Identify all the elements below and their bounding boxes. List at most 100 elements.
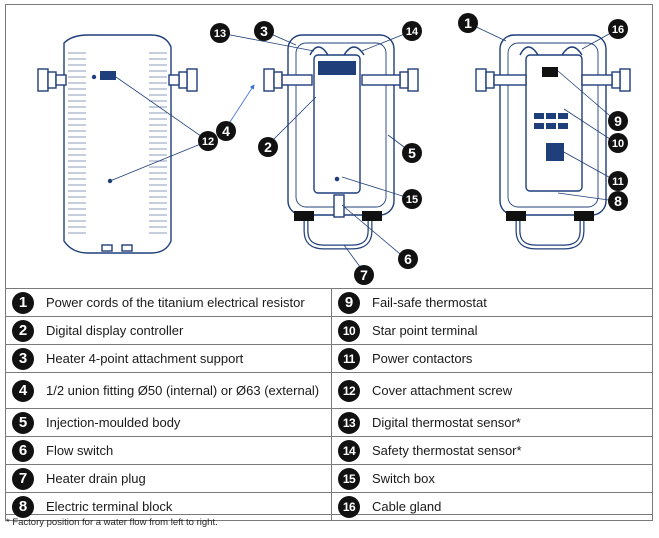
- callouts: 1 2 3 4 5 6 7 8 9 10 11 12 13 14 15 16: [198, 13, 628, 285]
- legend-text: Flow switch: [46, 442, 114, 458]
- legend-table: 1 Power cords of the titanium electrical …: [5, 288, 653, 521]
- legend-cell: 9 Fail-safe thermostat: [331, 288, 653, 317]
- legend-cell: 13 Digital thermostat sensor*: [331, 408, 653, 437]
- legend-number: 1: [12, 291, 34, 314]
- legend-cell: 15 Switch box: [331, 464, 653, 493]
- legend-number: 11: [338, 347, 360, 370]
- legend-number: 4: [12, 379, 34, 402]
- legend-text: Heater 4-point attachment support: [46, 350, 244, 366]
- legend-text: Star point terminal: [372, 322, 478, 338]
- callout-label: 9: [614, 113, 622, 129]
- callout-label: 4: [222, 123, 230, 139]
- legend-cell: 1 Power cords of the titanium electrical …: [5, 288, 332, 317]
- legend-cell: 14 Safety thermostat sensor*: [331, 436, 653, 465]
- legend-text: Switch box: [372, 470, 435, 486]
- logo-plate: [100, 71, 116, 80]
- legend-number: 14: [338, 439, 360, 462]
- legend-number: 9: [338, 291, 360, 314]
- callout-2: 2: [258, 137, 278, 157]
- legend-number: 15: [338, 467, 360, 490]
- callout-label: 3: [260, 23, 268, 39]
- switch-box: [313, 54, 361, 194]
- legend-text: 1/2 union fitting Ø50 (internal) or Ø63 …: [46, 382, 320, 398]
- footnote: * Factory position for a water flow from…: [6, 517, 218, 528]
- cover-screw: [91, 74, 97, 80]
- legend-cell: 8 Electric terminal block: [5, 492, 332, 521]
- legend-cell: 16 Cable gland: [331, 492, 653, 521]
- heater-front-view: [37, 34, 198, 254]
- legend-cell: 4 1/2 union fitting Ø50 (internal) or Ø63…: [5, 372, 332, 409]
- callout-14: 14: [402, 21, 422, 41]
- legend-text: Cable gland: [372, 498, 442, 514]
- legend-text: Safety thermostat sensor*: [372, 442, 522, 458]
- flow-switch: [333, 194, 345, 218]
- legend-text: Power cords of the titanium electrical r…: [46, 294, 305, 310]
- legend-number: 16: [338, 495, 360, 518]
- callout-label: 12: [202, 136, 214, 148]
- callout-1: 1: [458, 13, 478, 33]
- callout-label: 14: [406, 26, 419, 38]
- legend-text: Fail-safe thermostat: [372, 294, 487, 310]
- union-fitting-left: [475, 68, 527, 92]
- legend-number: 6: [12, 439, 34, 462]
- callout-8: 8: [608, 191, 628, 211]
- legend-cell: 11 Power contactors: [331, 344, 653, 373]
- callout-6: 6: [398, 249, 418, 269]
- union-fitting-right: [581, 68, 631, 92]
- callout-10: 10: [608, 133, 628, 153]
- legend-text: Digital thermostat sensor*: [372, 414, 521, 430]
- callout-9: 9: [608, 111, 628, 131]
- callout-label: 16: [612, 24, 624, 36]
- callout-label: 13: [214, 28, 226, 40]
- callout-5: 5: [402, 143, 422, 163]
- callout-label: 10: [612, 138, 624, 150]
- legend-number: 2: [12, 319, 34, 342]
- callout-label: 6: [404, 251, 412, 267]
- power-contactors: [534, 113, 568, 129]
- legend-cell: 12 Cover attachment screw: [331, 372, 653, 409]
- legend-text: Injection-moulded body: [46, 414, 181, 430]
- leader-lines: [109, 22, 619, 276]
- union-fitting-right: [361, 68, 419, 92]
- ribbed-panel-left: [68, 52, 86, 234]
- heater-diagram: 1 2 3 4 5 6 7 8 9 10 11 12 13 14 15 16: [37, 13, 631, 285]
- callout-13: 13: [210, 23, 230, 43]
- callout-label: 8: [614, 193, 622, 209]
- legend-number: 12: [338, 379, 360, 402]
- callout-label: 7: [360, 267, 368, 283]
- legend-text: Heater drain plug: [46, 470, 146, 486]
- union-fitting-left: [37, 68, 67, 92]
- callout-label: 5: [408, 145, 416, 161]
- callout-15: 15: [402, 189, 422, 209]
- legend-text: Power contactors: [372, 350, 473, 366]
- legend-cell: 3 Heater 4-point attachment support: [5, 344, 332, 373]
- callout-label: 1: [464, 15, 472, 31]
- legend-text: Cover attachment screw: [372, 382, 513, 398]
- legend-number: 8: [12, 495, 34, 518]
- legend-number: 3: [12, 347, 34, 370]
- callout-12: 12: [198, 131, 218, 151]
- callout-4: 4: [216, 121, 236, 141]
- legend-number: 13: [338, 411, 360, 434]
- legend-text: Digital display controller: [46, 322, 184, 338]
- legend-cell: 6 Flow switch: [5, 436, 332, 465]
- ribbed-panel-right: [149, 52, 167, 234]
- legend-cell: 7 Heater drain plug: [5, 464, 332, 493]
- legend-number: 7: [12, 467, 34, 490]
- heater-open-view: [263, 34, 419, 250]
- callout-7: 7: [354, 265, 374, 285]
- union-fitting-right: [168, 68, 198, 92]
- union-fitting-left: [263, 68, 313, 92]
- heater-internal-view: [475, 34, 631, 250]
- callout-11: 11: [608, 171, 628, 191]
- legend-number: 10: [338, 319, 360, 342]
- callout-3: 3: [254, 21, 274, 41]
- legend-cell: 2 Digital display controller: [5, 316, 332, 345]
- callout-16: 16: [608, 19, 628, 39]
- callout-label: 15: [406, 194, 418, 206]
- callout-label: 2: [264, 139, 272, 155]
- callout-label: 11: [612, 176, 624, 188]
- legend-text: Electric terminal block: [46, 498, 173, 514]
- legend-cell: 10 Star point terminal: [331, 316, 653, 345]
